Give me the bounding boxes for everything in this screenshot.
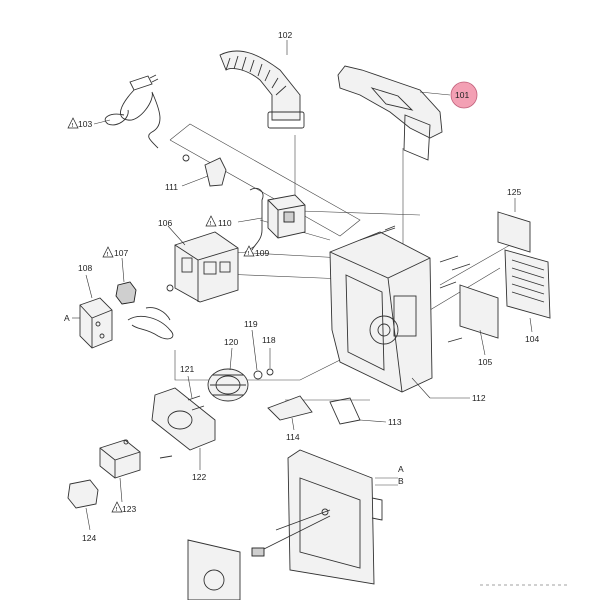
callout-102: 102 [278,30,292,40]
callout-123: 123 [122,504,136,514]
part-terminal-108 [72,274,113,349]
callout-120: 120 [224,337,238,347]
callout-111: 111 [165,182,178,192]
callout-122: 122 [192,472,206,482]
part-wire-harness [127,307,174,340]
callout-107: 107 [114,248,128,258]
callout-118: 118 [262,335,276,345]
part-knob-124 [67,479,99,531]
part-washer-119 [251,329,263,380]
part-main-housing [329,227,470,399]
callout-112: 112 [472,393,486,403]
callout-106: 106 [158,218,172,228]
part-nut-118 [266,348,274,376]
part-screw-121 [187,375,205,411]
part-fan-120 [207,347,249,402]
callout-125: 125 [507,187,521,197]
warning-icon: ! [243,245,255,257]
warning-icon: ! [205,215,217,227]
svg-text:!: ! [116,507,118,513]
warning-icon: ! [67,117,79,129]
part-connector-107 [115,257,137,305]
warning-icon: ! [102,246,114,258]
part-fan-bracket-122 [151,387,216,470]
ref-mark-b-right: B [398,476,404,486]
part-front-panel [275,449,383,585]
part-transformer [237,187,306,253]
part-flex-duct [219,40,305,129]
warning-icon: ! [111,501,123,513]
callout-110: 110 [218,218,232,228]
part-top-cover [337,65,451,161]
callout-124: 124 [82,533,96,543]
screws-bracket [123,439,173,459]
svg-text:!: ! [107,252,109,258]
ref-mark-a-left: A [64,313,70,323]
callout-104: 104 [525,334,539,344]
callout-105: 105 [478,357,492,367]
svg-text:!: ! [248,251,250,257]
screws-housing [384,225,471,343]
svg-text:!: ! [210,221,212,227]
svg-text:!: ! [72,123,74,129]
callout-108: 108 [78,263,92,273]
part-power-cord [93,74,161,149]
ref-mark-a-right: A [398,464,404,474]
callout-119: 119 [244,319,258,329]
part-lower-plate [187,539,241,600]
callout-103: 103 [78,119,92,129]
part-shaft [251,515,331,557]
part-filter-105 [459,284,499,356]
callout-114: 114 [286,432,300,442]
callout-121: 121 [180,364,194,374]
callout-113: 113 [388,417,402,427]
part-plate-114 [267,395,313,431]
callout-labels: 101 102 ! 103 104 105 106 ! 107 108 ! 10… [64,30,539,543]
part-clip-113 [329,397,387,425]
part-filter-125 [497,198,531,253]
part-bracket-111 [181,154,227,187]
part-control-box [166,225,239,303]
callout-101-highlight [450,81,478,109]
callout-109: 109 [255,248,269,258]
part-switch-123 [99,439,141,503]
part-grille-104 [504,249,551,333]
callout-101: 101 [455,90,469,100]
